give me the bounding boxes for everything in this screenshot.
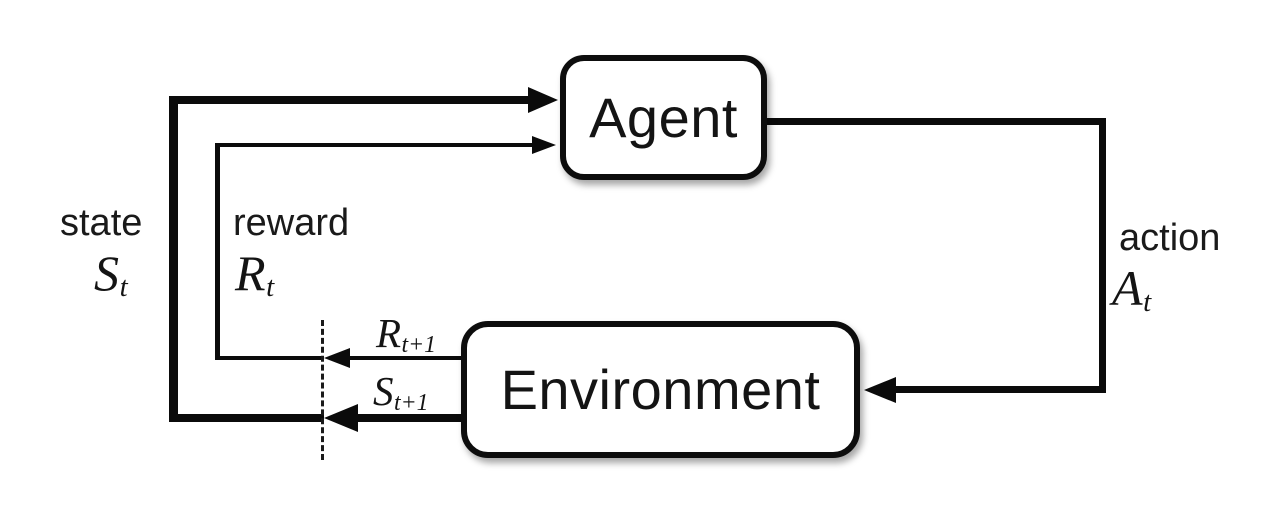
action-line-right — [1099, 118, 1106, 393]
next-reward-symbol-label: Rt+1 — [376, 310, 436, 358]
state-line-left — [169, 96, 178, 422]
next-reward-subscript: t+1 — [401, 332, 437, 359]
action-arrowhead-icon — [864, 377, 896, 403]
agent-box-label: Agent — [589, 86, 738, 149]
next-state-symbol: S — [373, 368, 394, 414]
reward-line-bottom-left — [215, 356, 324, 360]
reward-arrowhead-icon — [532, 136, 556, 154]
reward-word-label: reward — [233, 202, 350, 244]
reward-symbol-subscript: t — [266, 271, 275, 304]
next-reward-arrowhead-icon — [324, 348, 350, 368]
next-reward-line — [348, 356, 462, 360]
reward-symbol-label: Rt — [235, 245, 274, 302]
environment-box-label: Environment — [500, 358, 821, 421]
state-line-top — [169, 96, 528, 104]
state-line-bottom-left — [169, 414, 324, 422]
environment-box: Environment — [461, 321, 860, 458]
action-line-top — [767, 118, 1106, 125]
next-state-subscript: t+1 — [393, 390, 429, 417]
reward-line-top — [215, 143, 532, 147]
state-symbol-subscript: t — [119, 271, 128, 304]
reward-line-left — [215, 143, 220, 360]
state-symbol: S — [94, 245, 119, 301]
reward-symbol: R — [235, 245, 266, 301]
agent-box: Agent — [560, 55, 767, 180]
state-symbol-label: St — [94, 245, 128, 302]
next-state-symbol-label: St+1 — [373, 368, 429, 416]
action-line-bottom — [896, 386, 1106, 393]
state-word-label: state — [60, 202, 143, 244]
state-arrowhead-icon — [528, 87, 558, 113]
next-state-arrowhead-icon — [324, 404, 358, 432]
action-symbol: A — [1112, 260, 1143, 316]
action-symbol-label: At — [1112, 260, 1151, 317]
next-reward-symbol: R — [376, 310, 402, 356]
action-word-label: action — [1119, 217, 1221, 259]
time-step-divider-line — [321, 320, 324, 460]
action-symbol-subscript: t — [1143, 286, 1152, 319]
next-state-line — [356, 414, 462, 422]
